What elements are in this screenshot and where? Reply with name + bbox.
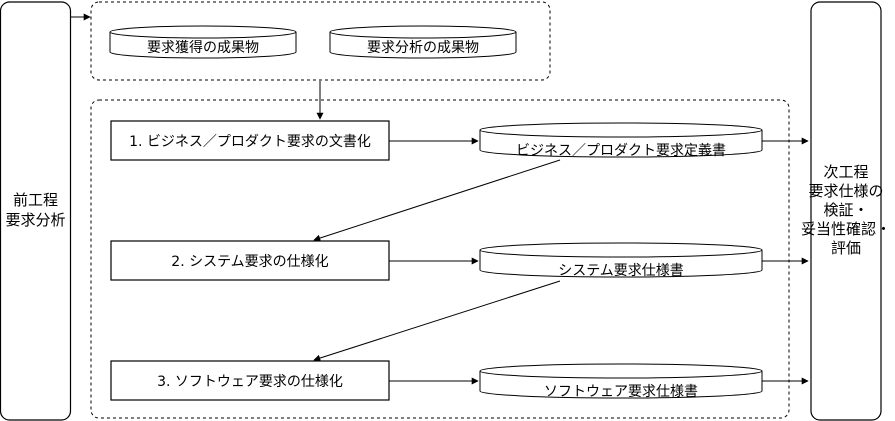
right-panel-line-3: 検証・	[823, 201, 868, 219]
arrow-output-2-to-process-3	[313, 280, 561, 362]
process-label-3: 3. ソフトウェア要求の仕様化	[157, 374, 343, 390]
input-label-1: 要求獲得の成果物	[147, 39, 259, 56]
process-group	[90, 99, 790, 419]
input-requirements-elicitation: 要求獲得の成果物	[109, 25, 297, 59]
process-3-box: 3. ソフトウェア要求の仕様化	[110, 360, 390, 401]
right-panel-line-2: 要求仕様の	[808, 182, 883, 200]
arrow-output-1-to-process-2	[313, 159, 561, 242]
left-panel: 前工程 要求分析	[0, 1, 72, 421]
left-panel-line-2: 要求分析	[5, 211, 65, 229]
process-1-box: 1. ビジネス／プロダクト要求の文書化	[110, 120, 390, 161]
right-panel: 次工程 要求仕様の 検証・ 妥当性確認・ 評価	[801, 1, 891, 421]
right-panel-line-5: 評価	[831, 239, 861, 257]
process-label-2: 2. システム要求の仕様化	[171, 254, 328, 270]
right-panel-line-4: 妥当性確認・	[801, 220, 891, 238]
process-2-box: 2. システム要求の仕様化	[110, 240, 390, 281]
process-label-1: 1. ビジネス／プロダクト要求の文書化	[129, 134, 371, 150]
input-label-2: 要求分析の成果物	[367, 40, 479, 56]
right-panel-line-1: 次工程	[823, 163, 868, 181]
output-label-3: ソフトウェア要求仕様書	[544, 384, 698, 400]
input-requirements-analysis: 要求分析の成果物	[329, 25, 517, 59]
input-group	[90, 1, 551, 81]
left-panel-line-1: 前工程	[13, 191, 58, 209]
output-system-requirements-spec: システム要求仕様書	[479, 242, 763, 279]
output-software-requirements-spec: ソフトウェア要求仕様書	[479, 363, 763, 400]
output-label-2: システム要求仕様書	[558, 263, 684, 279]
output-business-requirements-doc: ビジネス／プロダクト要求定義書	[479, 122, 763, 159]
output-label-1: ビジネス／プロダクト要求定義書	[516, 142, 726, 159]
